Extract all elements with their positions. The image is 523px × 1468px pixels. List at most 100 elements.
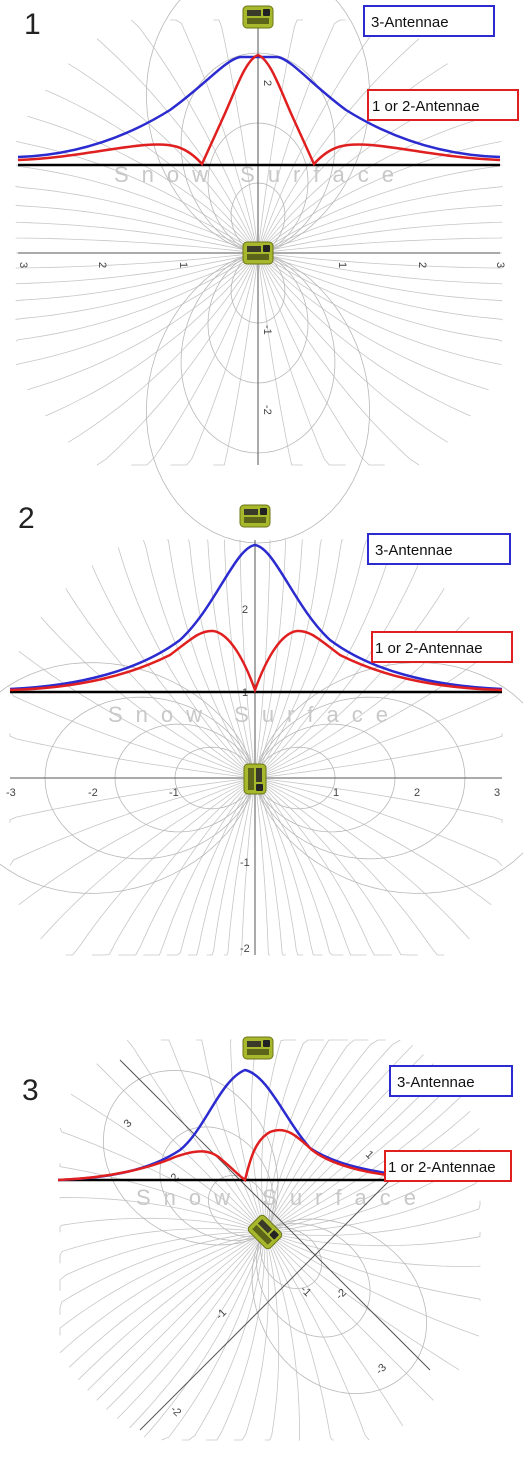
field-line — [230, 1039, 263, 1225]
field-line — [265, 204, 503, 251]
field-line — [260, 19, 385, 246]
field-line — [68, 63, 255, 247]
field-line — [264, 141, 502, 249]
y-tick-labels-1: 2 -1 -2 — [261, 80, 273, 415]
field-line — [18, 650, 248, 776]
field-line — [59, 1228, 258, 1264]
tick-label: -2 — [334, 1287, 349, 1302]
field-line — [264, 1239, 280, 1441]
legend-box-three-antennae-3 — [389, 1065, 513, 1097]
field-line — [261, 565, 419, 774]
field-line — [271, 1073, 443, 1228]
field-line — [272, 1173, 481, 1233]
field-line — [258, 19, 303, 246]
field-line — [262, 781, 470, 940]
field-line — [15, 256, 252, 342]
field-line — [263, 115, 489, 248]
field-line — [196, 1039, 262, 1225]
field-line — [160, 1039, 262, 1226]
field-line — [182, 1239, 265, 1441]
y-tick-label: -2 — [261, 405, 273, 415]
field-line — [96, 38, 255, 246]
field-line — [96, 1237, 260, 1401]
field-line — [96, 260, 255, 466]
field-line — [206, 1239, 266, 1441]
field-line — [117, 1238, 262, 1419]
field-line — [143, 539, 251, 772]
field-line — [161, 1239, 264, 1441]
field-line — [15, 254, 251, 285]
field-line — [40, 616, 248, 775]
field-line — [59, 1127, 259, 1229]
field-line — [166, 784, 252, 956]
tick-label: 2 — [169, 1171, 182, 1184]
field-line — [265, 185, 503, 250]
x-tick-label: 2 — [416, 262, 428, 268]
y-tick-label: 2 — [242, 604, 248, 616]
tick-label: -3 — [374, 1362, 389, 1377]
three-antennae-curve-2 — [9, 543, 503, 691]
field-line — [271, 1236, 460, 1371]
x-tick-label: 2 — [414, 787, 420, 799]
field-line — [91, 565, 249, 774]
one-two-antennae-curve-2 — [9, 629, 503, 694]
field-line — [15, 221, 251, 252]
panel-1: 1 Snow Surface 3 2 1 1 2 3 2 -1 -2 3-Ant… — [15, 0, 519, 544]
transceiver-receiver-icon — [242, 1036, 274, 1060]
field-line — [258, 784, 344, 956]
x-tick-label: -2 — [88, 787, 98, 799]
legend-label-one-two-antennae-1: 1 or 2-Antennae — [372, 98, 480, 115]
legend-box-one-two-antennae-2 — [371, 631, 513, 663]
field-line — [262, 259, 471, 417]
field-lines-2 — [0, 539, 523, 956]
y-tick-label: 2 — [261, 80, 273, 86]
field-line — [45, 89, 254, 247]
field-line — [261, 38, 420, 246]
field-line — [18, 780, 248, 906]
field-line — [265, 255, 503, 302]
field-line — [206, 539, 253, 771]
panel-2: 2 Snow Surface -3 -2 -1 1 2 3 2 1 -1 -2 … — [0, 502, 523, 956]
field-line — [265, 253, 503, 269]
legend-label-one-two-antennae-3: 1 or 2-Antennae — [388, 1159, 496, 1176]
field-line — [9, 733, 248, 778]
tick-label: 1 — [363, 1149, 376, 1162]
field-line — [254, 662, 523, 894]
field-line — [59, 1197, 258, 1230]
field-line — [259, 19, 346, 246]
field-line — [263, 258, 489, 391]
field-line — [131, 260, 256, 466]
panel-3: 3 Snow Surface 3 2 -1 -2 -3 1 -1 -2 3-An… — [22, 1036, 513, 1441]
field-line — [264, 1039, 324, 1225]
field-line — [272, 1200, 481, 1236]
field-line — [15, 141, 252, 249]
field-line — [131, 19, 256, 246]
field-line — [59, 1234, 258, 1353]
field-line — [15, 253, 251, 269]
panel-number-2: 2 — [18, 502, 35, 535]
x-tick-label: -3 — [6, 787, 16, 799]
field-line — [59, 1233, 258, 1336]
field-line — [272, 1235, 481, 1301]
field-line — [143, 1239, 263, 1438]
field-line — [170, 260, 257, 466]
x-tick-label: 1 — [333, 787, 339, 799]
field-line — [15, 204, 251, 251]
x-tick-labels-2: -3 -2 -1 1 2 3 — [6, 787, 500, 799]
field-line — [261, 260, 420, 466]
field-line — [9, 778, 248, 823]
field-line — [262, 778, 503, 823]
field-line — [271, 1084, 452, 1229]
field-line — [129, 1239, 262, 1429]
legend-label-one-two-antennae-2: 1 or 2-Antennae — [375, 640, 483, 657]
field-line — [265, 254, 503, 285]
field-line — [265, 1039, 348, 1225]
field-line — [166, 539, 252, 772]
field-line — [117, 547, 250, 773]
field-line — [15, 164, 252, 250]
one-two-antennae-curve-3 — [57, 1128, 421, 1183]
field-line — [261, 1039, 297, 1225]
x-tick-label: -1 — [169, 787, 179, 799]
field-line — [262, 779, 503, 866]
